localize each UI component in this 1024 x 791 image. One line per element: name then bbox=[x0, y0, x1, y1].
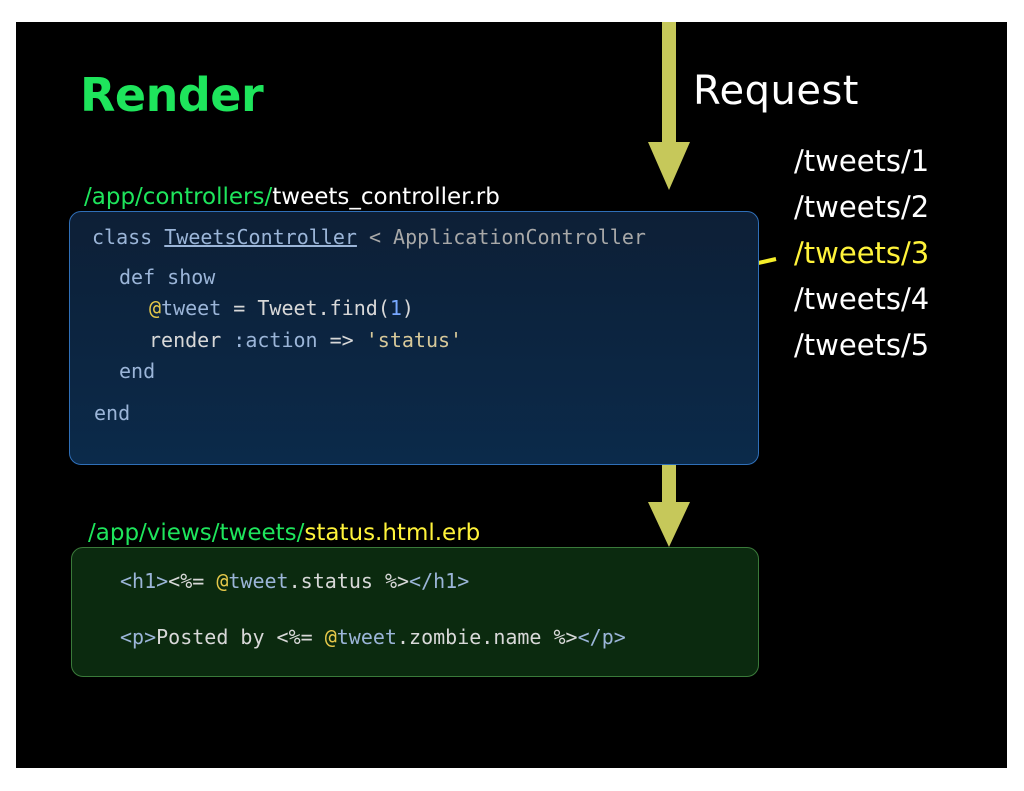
code-text: Posted by bbox=[156, 625, 277, 649]
code-string: 'status' bbox=[365, 328, 463, 352]
url-item-current: /tweets/3 bbox=[794, 236, 930, 270]
view-line-p: <p>Posted by <%= @tweet.zombie.name %></… bbox=[120, 622, 626, 653]
code-ivar-sigil: @ bbox=[324, 625, 337, 649]
code-ivar: tweet bbox=[336, 625, 397, 649]
url-item: /tweets/5 bbox=[794, 328, 930, 362]
view-arrow-shaft bbox=[662, 465, 676, 503]
request-label: Request bbox=[693, 68, 859, 114]
code-tag: <h1> bbox=[120, 569, 169, 593]
controller-line-class: class TweetsController < ApplicationCont… bbox=[92, 222, 646, 253]
code-tag: </p> bbox=[577, 625, 626, 649]
view-line-h1: <h1><%= @tweet.status %></h1> bbox=[120, 566, 469, 597]
code-superclass: < ApplicationController bbox=[368, 225, 646, 249]
code-operator: = bbox=[221, 296, 258, 320]
controller-line-end-def: end bbox=[119, 356, 155, 387]
request-arrow-head bbox=[648, 142, 690, 190]
url-item: /tweets/2 bbox=[794, 190, 930, 224]
view-path: /app/views/tweets/status.html.erb bbox=[88, 520, 480, 546]
url-item: /tweets/4 bbox=[794, 282, 930, 316]
code-erb: .status %> bbox=[288, 569, 410, 593]
slide: Render Request /tweets/1 /tweets/2 /twee… bbox=[16, 22, 1007, 768]
code-keyword: class bbox=[92, 225, 153, 249]
code-constant: Tweet bbox=[257, 296, 318, 320]
controller-path-dir: /app/controllers/ bbox=[84, 184, 273, 210]
code-keyword: end bbox=[119, 359, 156, 383]
code-tag: <p> bbox=[120, 625, 157, 649]
view-code-panel bbox=[71, 547, 759, 677]
code-ivar-sigil: @ bbox=[216, 569, 229, 593]
code-ivar-sigil: @ bbox=[149, 296, 162, 320]
slide-title: Render bbox=[80, 68, 264, 122]
code-paren: ) bbox=[401, 296, 414, 320]
code-class-name: TweetsController bbox=[164, 225, 357, 249]
code-erb: <%= bbox=[168, 569, 217, 593]
controller-line-end-class: end bbox=[94, 398, 130, 429]
controller-path: /app/controllers/tweets_controller.rb bbox=[84, 184, 500, 210]
code-erb: .zombie.name %> bbox=[396, 625, 578, 649]
controller-line-find: @tweet = Tweet.find(1) bbox=[149, 293, 414, 324]
code-tag: </h1> bbox=[409, 569, 470, 593]
url-list: /tweets/1 /tweets/2 /tweets/3 /tweets/4 … bbox=[794, 138, 929, 368]
view-path-file: status.html.erb bbox=[304, 520, 481, 546]
code-ivar: tweet bbox=[228, 569, 289, 593]
url-item: /tweets/1 bbox=[794, 144, 930, 178]
code-operator: => bbox=[317, 328, 366, 352]
controller-line-render: render :action => 'status' bbox=[149, 325, 462, 356]
code-number: 1 bbox=[389, 296, 402, 320]
view-path-dir: /app/views/tweets/ bbox=[88, 520, 305, 546]
code-call: .find( bbox=[317, 296, 390, 320]
code-symbol: :action bbox=[233, 328, 318, 352]
request-arrow-shaft bbox=[662, 22, 676, 142]
code-erb: <%= bbox=[276, 625, 325, 649]
code-keyword: end bbox=[94, 401, 131, 425]
code-method-call: render bbox=[149, 328, 222, 352]
code-method-name: show bbox=[167, 265, 216, 289]
code-ivar: tweet bbox=[161, 296, 222, 320]
controller-code-panel bbox=[69, 211, 759, 465]
controller-path-file: tweets_controller.rb bbox=[272, 184, 500, 210]
code-keyword: def bbox=[119, 265, 156, 289]
controller-line-def: def show bbox=[119, 262, 215, 293]
view-arrow-head bbox=[648, 502, 690, 547]
